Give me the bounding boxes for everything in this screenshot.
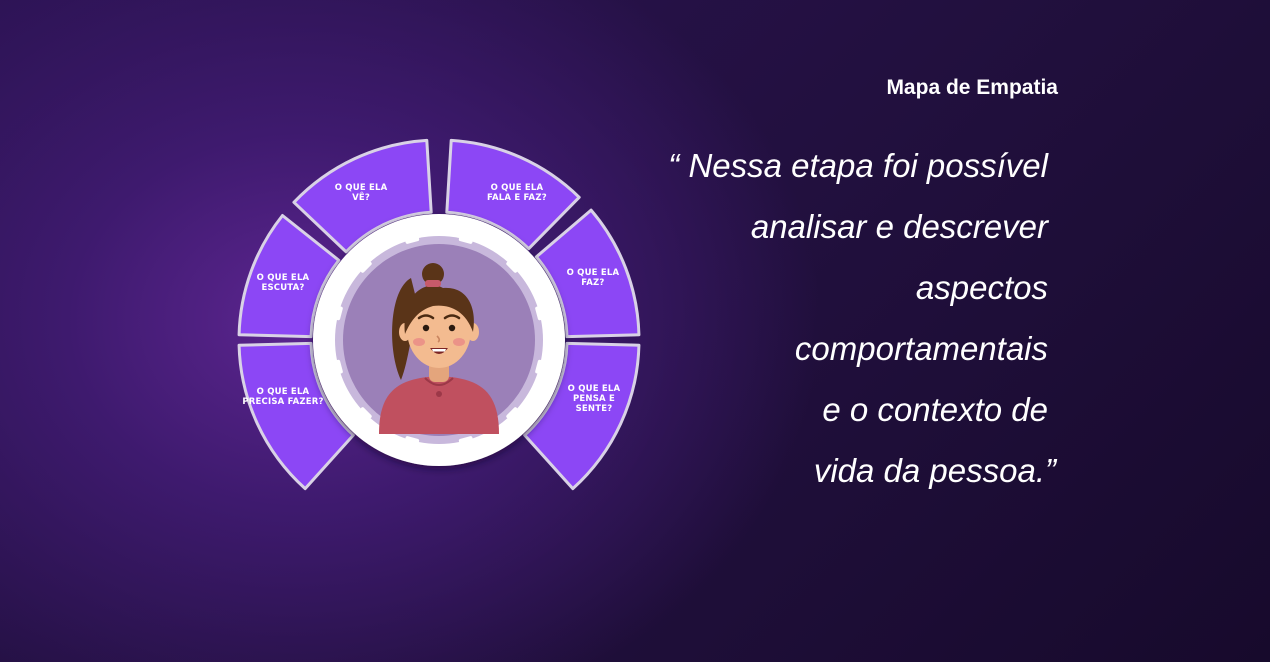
segment-label-line: O QUE ELA <box>566 267 620 278</box>
quote-line-5: e o contexto de <box>822 391 1048 428</box>
gear-tooth <box>535 359 552 377</box>
persona-avatar <box>379 263 499 434</box>
segment-label-line: SENTE? <box>575 404 613 415</box>
gear-tooth <box>326 303 343 321</box>
gear-tooth <box>506 254 525 273</box>
right-eyebrow <box>443 314 461 320</box>
segment-label-line: PRECISA FAZER? <box>242 396 324 407</box>
segment-label-line: FAZ? <box>581 277 605 288</box>
left-eye <box>422 324 430 332</box>
segment-ve <box>292 138 433 254</box>
quote-line-4: comportamentais <box>794 330 1048 367</box>
quote-line-2: analisar e descrever <box>750 208 1048 245</box>
hair <box>404 285 474 334</box>
gear-tooth <box>402 436 420 453</box>
nose <box>436 335 441 343</box>
gear-tooth <box>458 436 476 453</box>
left-eyebrow <box>417 314 435 320</box>
segment-fala <box>445 138 581 251</box>
segment-label-line: O QUE ELA <box>256 273 310 284</box>
segment-pensa <box>523 341 641 491</box>
gear-tooth <box>353 254 372 273</box>
hair-tie <box>425 280 441 287</box>
quote-line-1: “ Nessa etapa foi possível <box>668 147 1048 184</box>
right-cheek <box>453 338 465 346</box>
gear-tooth <box>326 359 343 377</box>
left-cheek <box>413 338 425 346</box>
page-title: Mapa de Empatia <box>886 76 1058 99</box>
shirt <box>379 376 499 434</box>
shirt-collar <box>424 377 454 386</box>
shirt-button <box>436 391 442 397</box>
gear-tooth <box>458 227 476 244</box>
segment-label-line: O QUE ELA <box>334 183 388 194</box>
gear-tooth <box>402 227 420 244</box>
segment-escuta <box>237 213 341 339</box>
segment-faz <box>534 208 641 339</box>
right-eye <box>448 324 456 332</box>
quote-line-3: aspectos <box>915 269 1048 306</box>
face <box>407 292 471 368</box>
quote-line-6: vida da pessoa.” <box>813 452 1056 489</box>
segment-label-line: O QUE ELA <box>490 183 544 194</box>
hair-bun <box>422 263 444 285</box>
segment-label-line: VÊ? <box>352 193 371 204</box>
segment-label-line: ESCUTA? <box>261 283 305 294</box>
gear-tooth <box>506 407 525 426</box>
gear-tooth <box>535 303 552 321</box>
teeth <box>432 349 446 352</box>
segment-label-line: PENSA E <box>572 394 615 405</box>
segment-label-line: O QUE ELA <box>256 386 310 397</box>
segment-label-line: FALA E FAZ? <box>487 193 547 204</box>
segment-label-line: O QUE ELA <box>567 384 621 395</box>
empathy-map-graphic <box>237 138 641 491</box>
segment-precisa <box>237 341 355 491</box>
gear-tooth <box>353 407 372 426</box>
